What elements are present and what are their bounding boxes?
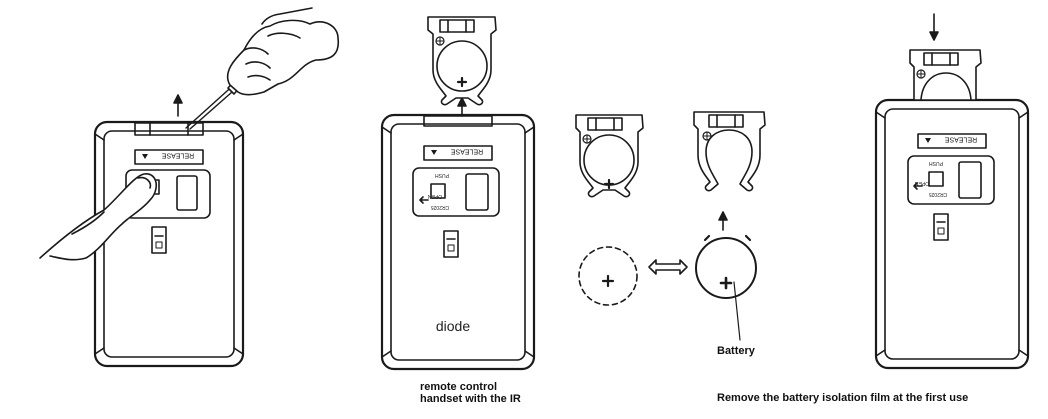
cr2025-text: CR2025	[431, 204, 450, 210]
lift-arrow-icon	[457, 97, 467, 117]
old-battery-dashed	[578, 246, 638, 306]
hand-icon	[226, 19, 340, 96]
clip-with-battery	[575, 114, 644, 198]
up-arrow-icon	[718, 211, 728, 231]
remote-3: RELEASE PUSH OPEN CR2025	[874, 13, 1030, 370]
remote-2: RELEASE PUSH OPEN CR2025 diode	[380, 16, 536, 371]
caption-remote-line1: remote control	[420, 381, 498, 393]
push-text: PUSH	[929, 160, 943, 166]
open-text: OPEN	[428, 193, 443, 199]
open-text: OPEN	[915, 180, 930, 186]
battery-door-tab	[134, 122, 204, 136]
brand-label: diode	[436, 318, 470, 334]
battery-label: Battery	[717, 345, 755, 357]
new-battery	[695, 234, 757, 341]
pull-up-arrow-icon	[173, 94, 183, 117]
release-text: RELEASE	[162, 152, 195, 159]
ir-window	[151, 226, 167, 254]
insert-arrow-icon	[929, 13, 939, 41]
empty-clip	[693, 111, 766, 192]
push-text: PUSH	[435, 172, 449, 178]
swap-arrow-icon	[648, 259, 688, 275]
battery-clip-lifted	[427, 16, 497, 106]
caption-isolation-film: Remove the battery isolation film at the…	[717, 392, 969, 404]
clip-inserting	[909, 49, 982, 101]
caption-remote-line2: handset with the IR	[420, 393, 521, 405]
release-label-box	[134, 149, 204, 165]
remote-1: RELEASE	[39, 7, 340, 368]
release-text: RELEASE	[451, 148, 484, 155]
cr2025-text: CR2025	[929, 191, 948, 197]
release-text: RELEASE	[945, 136, 978, 143]
